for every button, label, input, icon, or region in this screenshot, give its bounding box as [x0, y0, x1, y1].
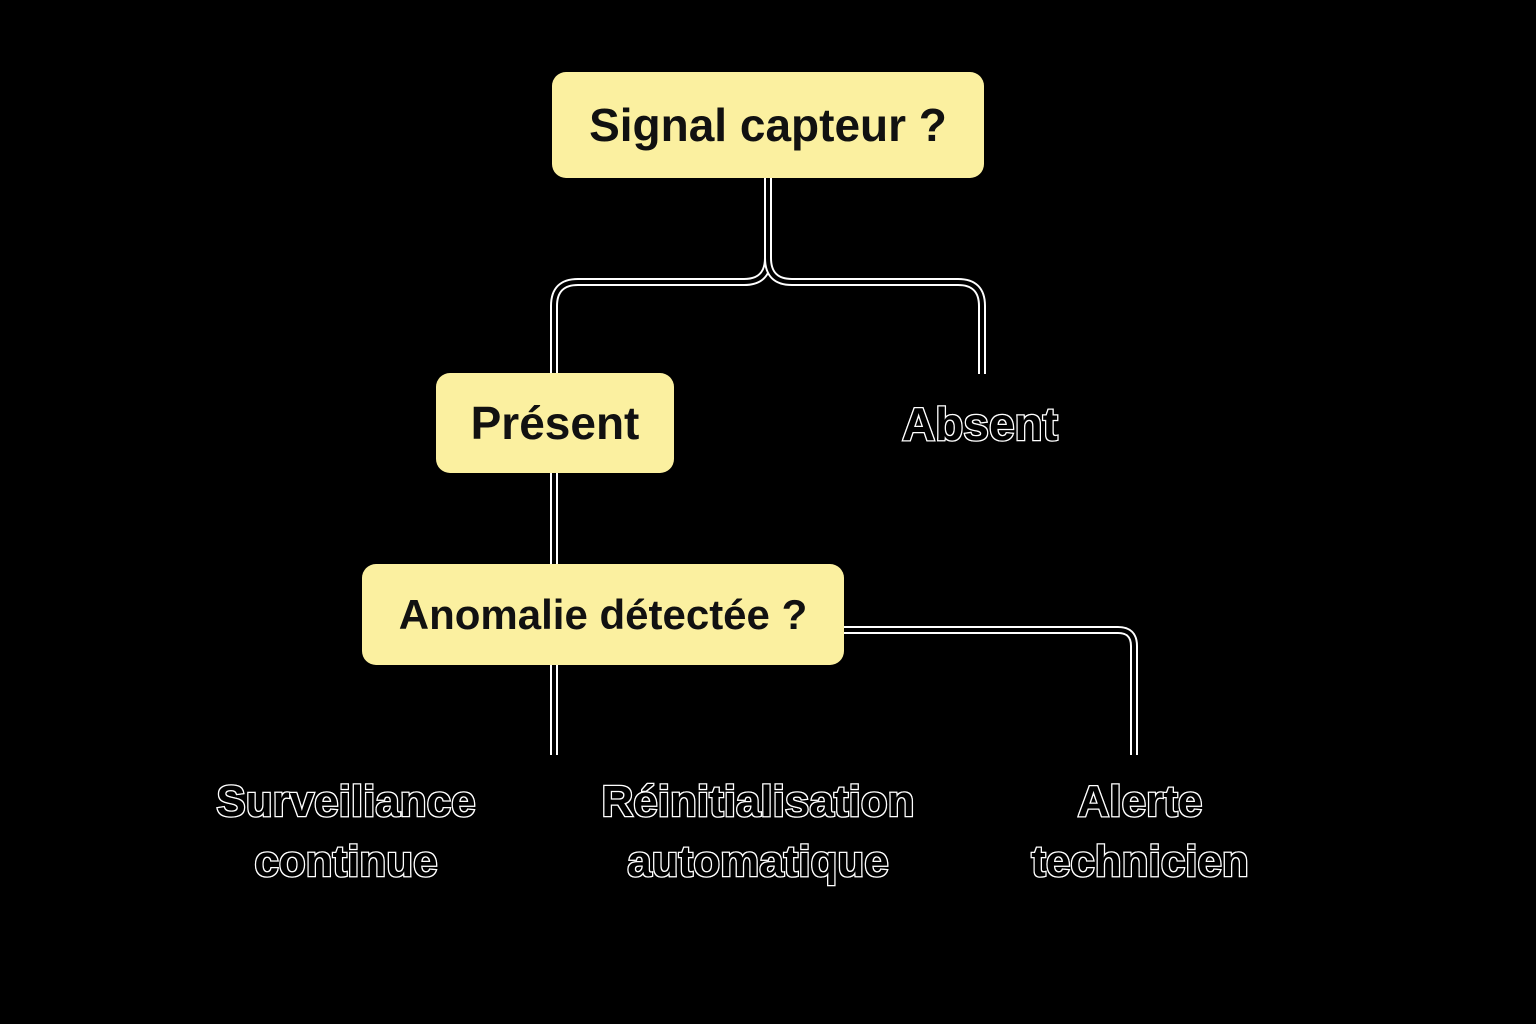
- outcome-line-2: continue: [253, 836, 439, 888]
- outcome-line-1: Alerte: [1076, 776, 1203, 828]
- connector-anomalie-outcomes: [550, 626, 1138, 755]
- outcome-line-1: Réinitialisation: [600, 776, 915, 828]
- node-label: Anomalie détectée ?: [398, 590, 808, 638]
- node-label: Présent: [470, 397, 640, 449]
- branch-label-absent: Absent: [901, 397, 1059, 452]
- branch-node-present: Présent: [436, 373, 674, 473]
- decision-node-anomalie: Anomalie détectée ?: [362, 564, 844, 665]
- outcome-surveillance-continue: Surveiliance continue: [186, 772, 506, 892]
- decision-node-signal-capteur: Signal capteur ?: [552, 72, 984, 178]
- outcome-alerte-technicien: Alerte technicien: [990, 772, 1290, 892]
- node-label: Signal capteur ?: [589, 99, 947, 151]
- outcome-reinitialisation-automatique: Réinitialisation automatique: [568, 772, 948, 892]
- outcome-line-2: automatique: [626, 836, 890, 888]
- outcome-line-2: technicien: [1030, 836, 1250, 888]
- outcome-line-1: Surveiliance: [215, 776, 477, 828]
- connector-root-split: [550, 178, 986, 374]
